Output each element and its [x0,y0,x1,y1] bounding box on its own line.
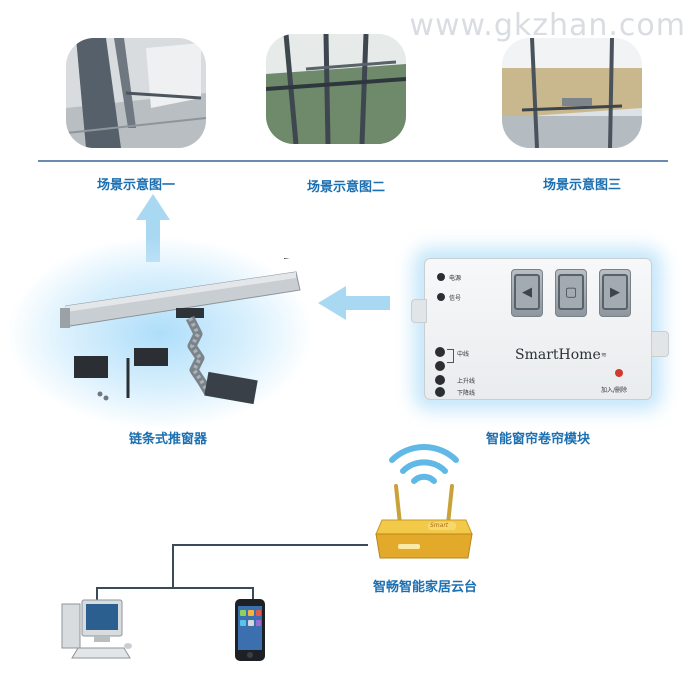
scene-divider-line [38,160,668,162]
chain-window-opener-image [60,258,301,405]
scene-caption-3: 场景示意图三 [542,178,621,193]
learn-label: 加入/删除 [601,387,628,394]
desktop-computer-icon [61,599,132,659]
terminal-up-icon [435,375,445,385]
scene-image-3 [502,38,642,148]
scene-image-2 [266,34,406,144]
terminal-neutral-icon [435,347,445,357]
signal-led-label: 信号 [449,295,462,302]
module-mount-tab-right [651,331,669,357]
curtain-close-button[interactable]: ▶ [599,269,631,317]
network-line-gateway [172,544,368,546]
curtain-stop-button[interactable]: ▢ [555,269,587,317]
scene-caption-1: 场景示意图一 [96,178,175,193]
watermark: www.gkzhan.com [409,8,686,43]
stop-square-icon: ▢ [558,274,584,310]
network-line-vertical [172,544,174,588]
module-mount-tab-left [411,299,427,323]
opener-glow [10,238,310,428]
mobile-phone-icon [235,599,265,661]
gateway-logo: Smart [430,522,449,529]
learn-led-icon[interactable] [615,369,623,377]
signal-led-icon [437,293,445,301]
left-arrow-icon [318,286,390,320]
power-led-label: 电源 [449,275,462,282]
wireless-logo-icon: ≋ [601,351,607,359]
power-led-icon [437,273,445,281]
terminal-bracket [447,349,454,363]
terminal-neutral-label: 中线 [457,351,470,358]
network-line-pc [96,587,98,601]
right-triangle-icon: ▶ [602,274,628,310]
terminal-down-label: 下降线 [457,390,476,397]
terminal-up-label: 上升线 [457,378,476,385]
terminal-extra-icon [435,361,445,371]
network-line-devices [96,587,254,589]
left-triangle-icon: ◀ [514,274,540,310]
scene-image-1 [66,38,206,148]
curtain-open-button[interactable]: ◀ [511,269,543,317]
gateway-caption: 智畅智能家居云台 [372,580,477,595]
network-line-phone [252,587,254,601]
wifi-signal-icon [389,444,459,484]
curtain-module: 电源 信号 ◀ ▢ ▶ 中线 上升线 下降线 SmartHome ≋ 加入/删除 [411,258,669,400]
module-brand-label: SmartHome [515,347,601,363]
opener-caption: 链条式推窗器 [128,432,207,447]
smart-gateway-image [375,484,473,559]
module-caption: 智能窗帘卷帘模块 [485,432,590,447]
scene-caption-2: 场景示意图二 [306,180,385,195]
terminal-down-icon [435,387,445,397]
up-arrow-icon [136,194,170,262]
